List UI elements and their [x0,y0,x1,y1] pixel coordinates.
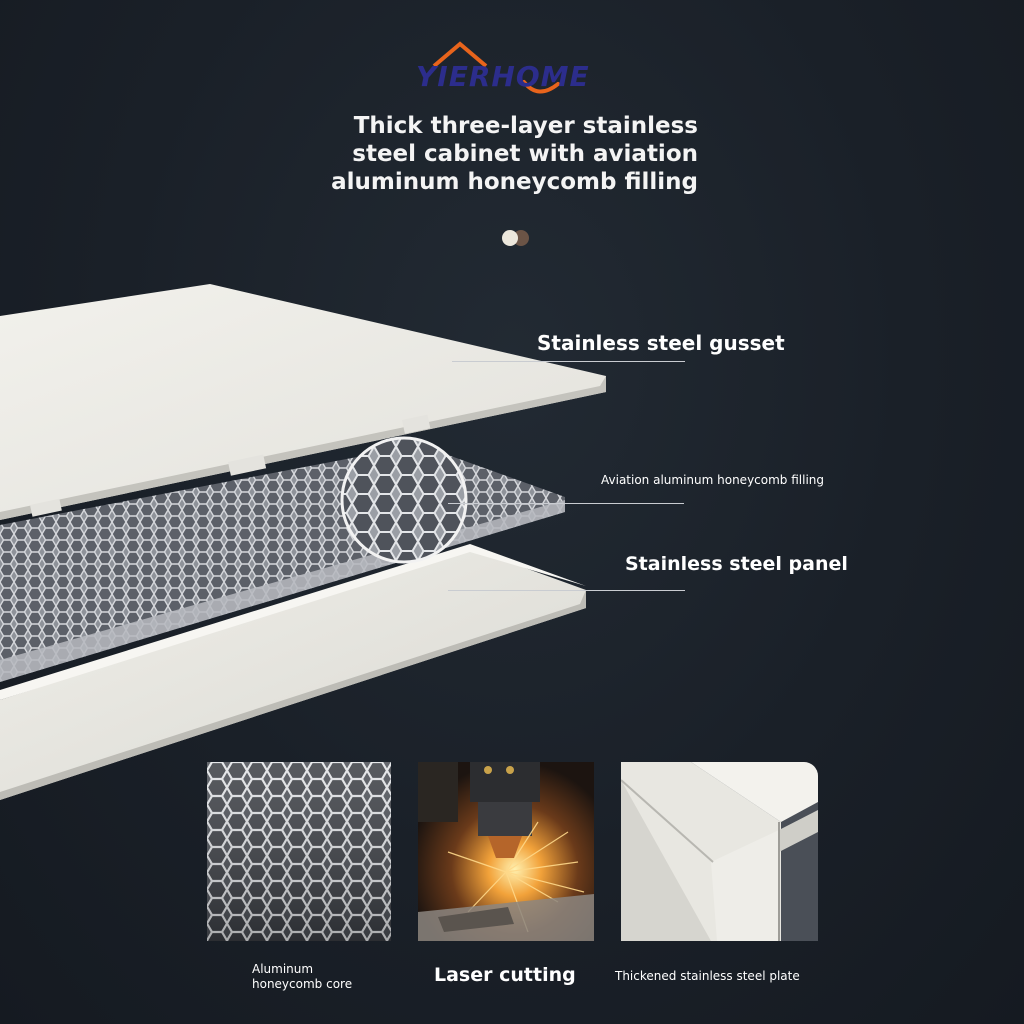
headline-line-3: aluminum honeycomb filling [331,169,698,195]
laser-cutting-photo [418,762,594,941]
callout-line-gusset [452,361,685,362]
caption-honeycomb-core-line-2: honeycomb core [252,977,353,991]
callout-gusset: Stainless steel gusset [537,331,785,355]
headline-line-1: Thick three-layer stainless [353,113,698,139]
carousel-dots [502,230,536,246]
callout-line-panel [448,590,685,591]
callout-honeycomb: Aviation aluminum honeycomb filling [601,473,825,487]
caption-laser-cutting: Laser cutting [434,964,576,986]
caption-steel-plate: Thickened stainless steel plate [615,969,800,983]
honeycomb-core-photo [207,762,391,941]
logo-text: YIERHOME [416,60,590,93]
callout-panel: Stainless steel panel [625,553,848,575]
caption-honeycomb-core-line-1: Aluminum [252,962,314,976]
steel-panel-layer [0,544,586,800]
carousel-dot-active[interactable] [502,230,518,246]
headline: Thick three-layer stainless steel cabine… [278,112,698,196]
headline-line-2: steel cabinet with aviation [352,141,698,167]
logo-roof-icon [432,41,560,94]
callout-line-honeycomb [448,503,684,504]
brand-logo: YIERHOME [412,40,622,106]
steel-plate-photo [621,762,818,941]
layer-illustration [0,270,1024,810]
steel-gusset-layer [0,284,606,520]
magnifier-circle [340,436,468,564]
caption-honeycomb-core: Aluminum honeycomb core [252,962,352,992]
